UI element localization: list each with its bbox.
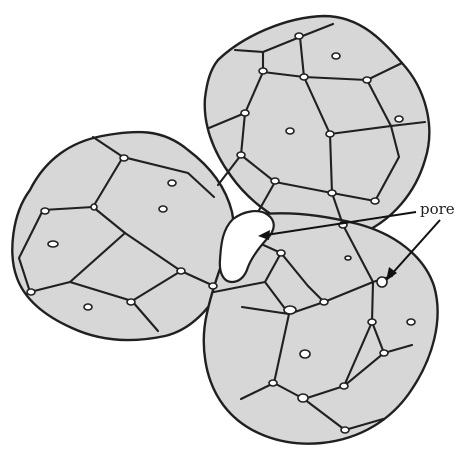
small-pore bbox=[48, 241, 58, 247]
small-pore bbox=[395, 116, 403, 122]
small-pore bbox=[298, 394, 308, 402]
small-pore bbox=[363, 77, 371, 83]
small-pore bbox=[84, 304, 92, 310]
small-pore bbox=[127, 299, 135, 305]
small-pore bbox=[159, 206, 167, 212]
small-pore bbox=[328, 190, 336, 196]
small-pore bbox=[120, 155, 128, 161]
small-pore bbox=[177, 268, 185, 274]
small-pore bbox=[380, 350, 388, 356]
small-pore bbox=[407, 319, 415, 325]
small-pore bbox=[368, 319, 376, 325]
small-pore bbox=[320, 299, 328, 305]
small-pore bbox=[295, 33, 303, 39]
small-pore bbox=[371, 198, 379, 204]
small-pore bbox=[377, 277, 387, 287]
small-pore bbox=[209, 283, 217, 289]
small-pore bbox=[284, 306, 296, 314]
small-pore bbox=[271, 178, 279, 184]
small-pore bbox=[341, 427, 349, 433]
small-pore bbox=[286, 128, 294, 134]
small-pore bbox=[326, 131, 334, 137]
small-pore bbox=[340, 383, 348, 389]
small-pore bbox=[41, 208, 49, 214]
small-pore bbox=[277, 250, 285, 256]
small-pore bbox=[269, 380, 277, 386]
left-particle bbox=[12, 132, 234, 340]
small-pore bbox=[300, 74, 308, 80]
small-pore bbox=[27, 289, 35, 295]
small-pore bbox=[300, 350, 310, 358]
small-pore bbox=[241, 110, 249, 116]
small-pore bbox=[168, 180, 176, 186]
small-pore bbox=[332, 53, 340, 59]
small-pore bbox=[259, 68, 267, 74]
small-pore bbox=[91, 204, 97, 210]
small-pore bbox=[345, 256, 351, 260]
pore-label: pore bbox=[420, 200, 455, 218]
small-pore bbox=[237, 152, 245, 158]
